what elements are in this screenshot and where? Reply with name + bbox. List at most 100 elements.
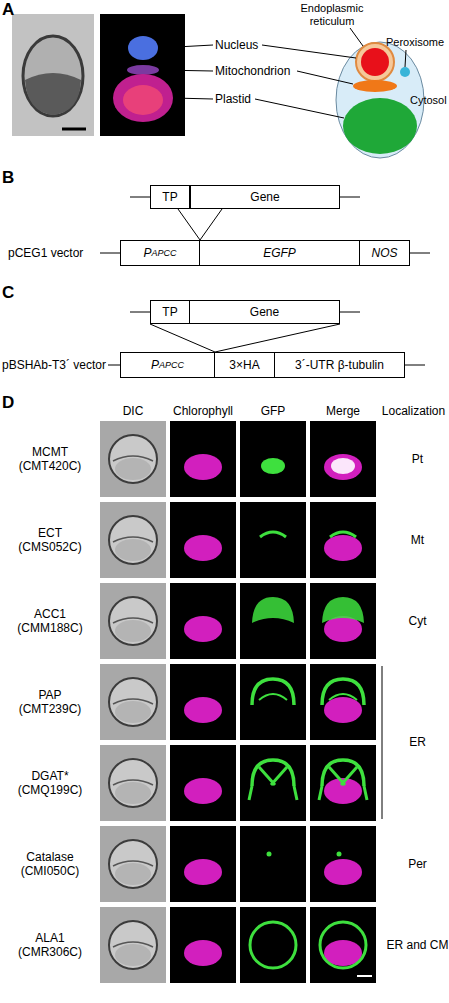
gfp-signal	[319, 767, 367, 800]
dic-plastid-edge	[113, 618, 153, 623]
chlorophyll-signal	[184, 454, 222, 480]
leader-line	[297, 71, 353, 84]
panel-letter: C	[2, 283, 26, 302]
panel-letter: B	[2, 168, 26, 187]
vector-tail	[108, 365, 120, 366]
plastid-shadow	[25, 73, 81, 115]
chlorophyll-signal	[184, 697, 222, 723]
segment-text: Gene	[250, 305, 279, 319]
organelle-label: Nucleus	[215, 38, 275, 52]
segment-text: TP	[162, 190, 177, 204]
micrograph-background	[310, 502, 376, 578]
chlorophyll-signal	[324, 859, 362, 885]
dic-plastid	[115, 701, 151, 723]
chlorophyll-signal	[184, 940, 222, 966]
localization-label: ER	[386, 735, 449, 749]
dic-plastid	[115, 620, 151, 642]
micrograph-background	[100, 583, 166, 659]
gfp-signal	[322, 679, 364, 705]
fluorescence-background	[100, 14, 185, 136]
cell-outline	[23, 36, 83, 116]
micrograph-background	[170, 421, 236, 497]
localization-label: Cyt	[386, 614, 449, 628]
insert-tail	[340, 197, 360, 198]
gfp-signal	[249, 767, 297, 800]
micrograph-grid	[100, 421, 376, 983]
segment-text: APCC	[152, 248, 177, 258]
er-shape	[356, 43, 394, 81]
segment-text: EGFP	[263, 246, 296, 260]
chlorophyll-signal	[184, 616, 222, 642]
gfp-signal	[261, 458, 285, 474]
column-header: Chlorophyll	[170, 404, 236, 418]
vector-tail	[410, 253, 430, 254]
gfp-signal	[320, 922, 366, 968]
micrograph-background	[100, 745, 166, 821]
scale-bar	[357, 975, 372, 977]
dic-cell	[109, 435, 157, 483]
dic-cell	[109, 840, 157, 888]
dic-plastid-edge	[113, 861, 153, 866]
insert-segment: Gene	[189, 300, 340, 324]
peroxisome-shape	[400, 67, 410, 77]
dic-plastid-edge	[113, 942, 153, 947]
micrograph-background	[310, 664, 376, 740]
protein-label: ALA1 (CMR306C)	[12, 931, 88, 959]
organelle-label: Endoplasmic reticulum	[292, 2, 372, 28]
column-header: Merge	[310, 404, 376, 418]
micrograph-background	[170, 826, 236, 902]
panel-letter: A	[2, 0, 26, 19]
micrograph-background	[240, 583, 306, 659]
micrograph-background	[310, 907, 376, 983]
dic-plastid	[115, 863, 151, 885]
micrograph-background	[310, 421, 376, 497]
insertion-line	[178, 209, 200, 240]
dic-cell	[109, 759, 157, 807]
leader-line	[405, 50, 406, 67]
micrograph-background	[100, 502, 166, 578]
plastid-signal	[113, 74, 173, 122]
micrograph-background	[240, 907, 306, 983]
micrograph-background	[100, 421, 166, 497]
micrograph-background	[100, 826, 166, 902]
gfp-signal	[267, 852, 272, 857]
protein-label: MCMT (CMT420C)	[12, 445, 88, 473]
dic-plastid	[115, 458, 151, 480]
chlorophyll-signal	[324, 454, 362, 480]
chlorophyll-signal	[184, 859, 222, 885]
vector-tail	[405, 365, 425, 366]
segment-text: NOS	[371, 246, 397, 260]
organelle-label: Peroxisome	[386, 36, 448, 49]
protein-label: ECT (CMS052C)	[12, 526, 88, 554]
micrograph-background	[240, 421, 306, 497]
vector-segment: PAPCC	[120, 352, 215, 378]
segment-text: Gene	[250, 190, 279, 204]
micrograph-background	[240, 745, 306, 821]
insertion-line	[215, 324, 340, 352]
protein-label: Catalase (CMI050C)	[12, 850, 88, 878]
protein-label: PAP (CMT239C)	[12, 688, 88, 716]
nucleus-shape	[361, 48, 389, 76]
segment-text: P	[143, 246, 151, 260]
scale-bar	[62, 128, 86, 131]
gfp-signal	[322, 597, 364, 623]
dic-plastid-edge	[113, 780, 153, 785]
gfp-signal	[329, 694, 357, 700]
gfp-signal	[331, 458, 355, 474]
leader-line	[350, 28, 363, 46]
vector-segment: NOS	[359, 240, 410, 266]
vector-tail	[100, 253, 120, 254]
insert-tail	[340, 312, 360, 313]
construct-lines	[100, 197, 430, 365]
vector-name: pBSHAb-T3´ vector	[2, 358, 108, 372]
micrograph-background	[170, 583, 236, 659]
mitochondrion-signal	[127, 65, 159, 75]
dic-plastid	[115, 539, 151, 561]
dic-cell	[109, 597, 157, 645]
panel-letter: D	[2, 393, 26, 412]
organelle-label: Mitochondrion	[215, 64, 297, 78]
gfp-signal	[252, 597, 294, 623]
micrograph-background	[310, 583, 376, 659]
micrograph-background	[170, 907, 236, 983]
